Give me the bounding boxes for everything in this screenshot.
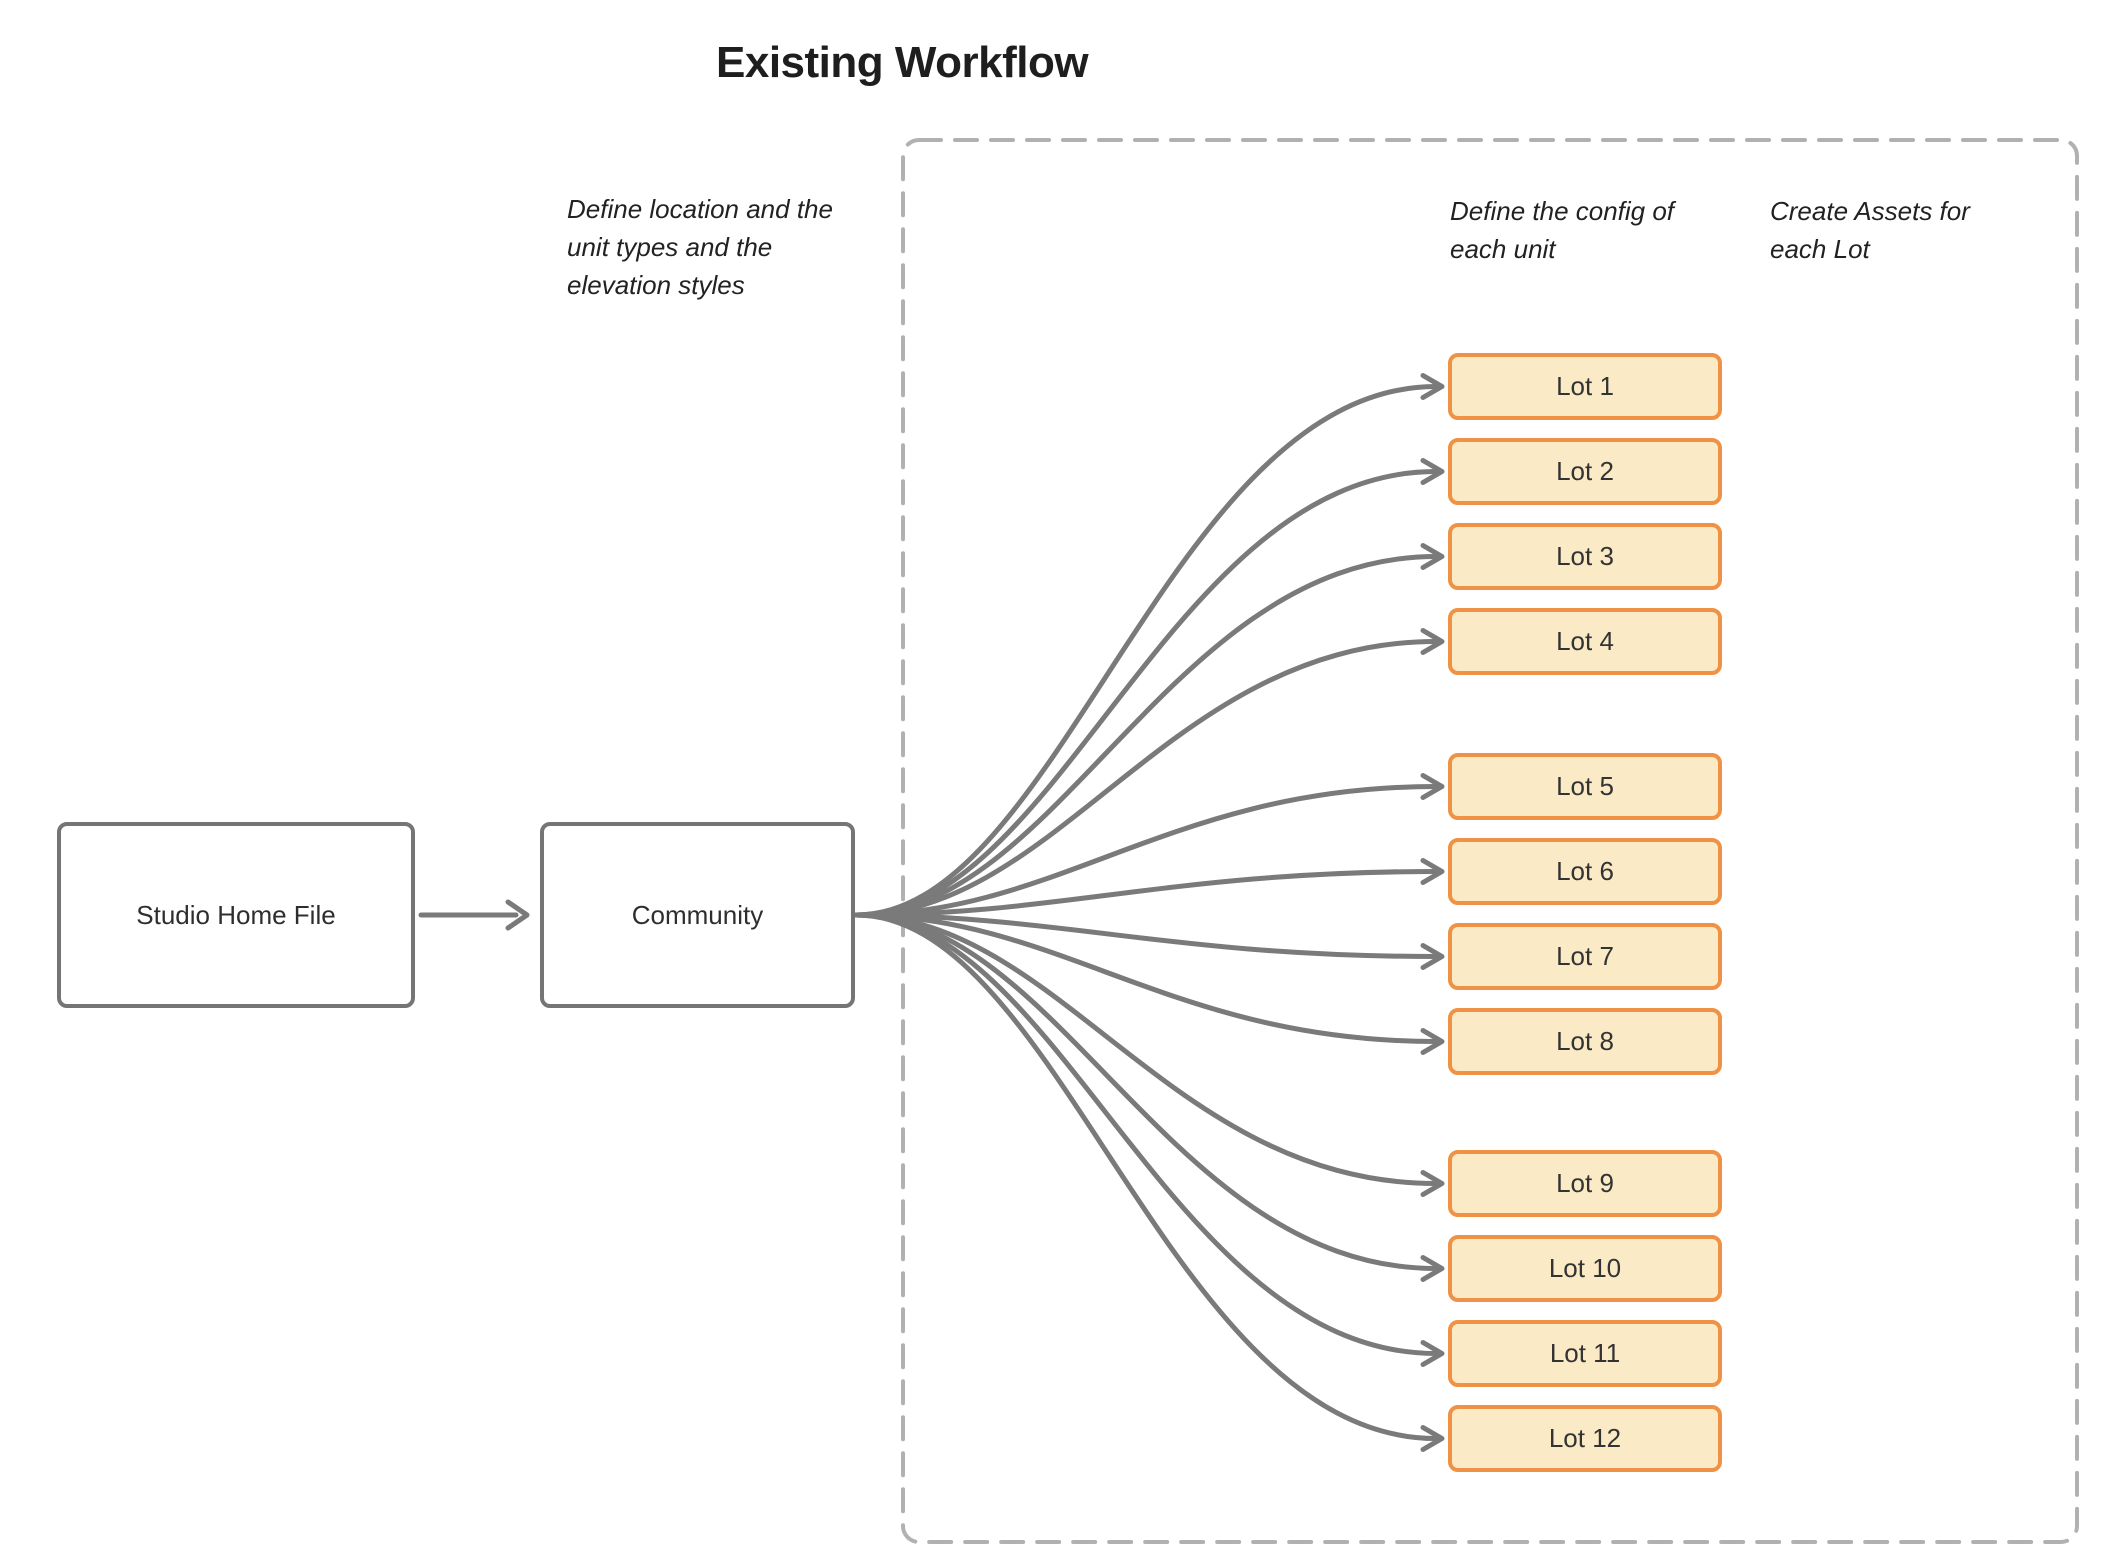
connector-arrow (853, 912, 1439, 1441)
lot-group-1: Lot 1 Lot 2 Lot 3 Lot 4 (1448, 353, 1722, 675)
lot-node[interactable]: Lot 6 (1448, 838, 1722, 905)
lot-node[interactable]: Lot 11 (1448, 1320, 1722, 1387)
lot-node[interactable]: Lot 1 (1448, 353, 1722, 420)
connector-arrow (1420, 773, 1445, 800)
connector-arrow (853, 912, 1439, 959)
connector-arrow (1420, 373, 1445, 400)
lot-node[interactable]: Lot 2 (1448, 438, 1722, 505)
connector-arrow (1420, 628, 1445, 655)
connector-arrow (1420, 1170, 1445, 1197)
lot-node[interactable]: Lot 5 (1448, 753, 1722, 820)
connector-arrow (1420, 858, 1445, 885)
connector-arrow (1420, 1425, 1445, 1452)
node-studio-home-file-label: Studio Home File (136, 899, 336, 930)
connector-arrow (853, 912, 1439, 1271)
lot-node[interactable]: Lot 7 (1448, 923, 1722, 990)
connector-arrow (853, 869, 1439, 918)
annotation-create-assets: Create Assets for each Lot (1770, 196, 1970, 264)
lot-group-2: Lot 5 Lot 6 Lot 7 Lot 8 (1448, 753, 1722, 1075)
lot-node[interactable]: Lot 10 (1448, 1235, 1722, 1302)
connector-arrow (853, 469, 1439, 918)
annotation-define-location: Define location and the unit types and t… (567, 194, 833, 300)
connector-arrow (1420, 1255, 1445, 1282)
node-studio-home-file[interactable]: Studio Home File (57, 822, 415, 1008)
connector-arrow (853, 639, 1439, 918)
connector-arrow (1420, 458, 1445, 485)
node-community-label: Community (631, 899, 764, 930)
connector-arrow (853, 912, 1439, 1356)
connector-arrow (1420, 1028, 1445, 1055)
connector-arrow (1420, 943, 1445, 970)
node-community[interactable]: Community (540, 822, 855, 1008)
connector-arrow (853, 912, 1439, 1044)
lot-node[interactable]: Lot 4 (1448, 608, 1722, 675)
connector-arrow (853, 784, 1439, 918)
connector-arrow (853, 384, 1439, 918)
lot-node[interactable]: Lot 12 (1448, 1405, 1722, 1472)
connector-arrow (853, 912, 1439, 1186)
connector-arrow (853, 554, 1439, 918)
connector-arrow (505, 899, 530, 931)
connector-arrow (1420, 543, 1445, 570)
lot-group-3: Lot 9 Lot 10 Lot 11 Lot 12 (1448, 1150, 1722, 1472)
connector-arrow (1420, 1340, 1445, 1367)
lot-node[interactable]: Lot 3 (1448, 523, 1722, 590)
page-title: Existing Workflow (716, 38, 1089, 87)
lot-node[interactable]: Lot 8 (1448, 1008, 1722, 1075)
lot-node[interactable]: Lot 9 (1448, 1150, 1722, 1217)
